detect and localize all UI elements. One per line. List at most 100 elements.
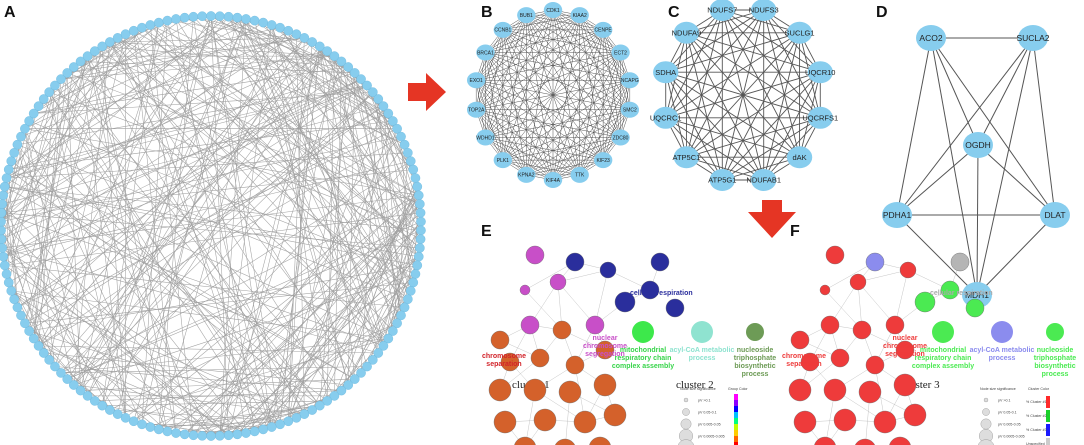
- network-edge: [2, 105, 384, 205]
- network-node: [56, 74, 66, 84]
- enrichment-edge: [857, 281, 896, 326]
- network-edge: [396, 152, 409, 324]
- cluster-edge: [476, 80, 604, 161]
- network-node: [275, 419, 285, 430]
- network-node: [6, 286, 17, 296]
- network-edge: [94, 50, 420, 205]
- cluster-1-network: CDK1KIAA2CENPEECT2NCAPGSMC2ZDC80KIF23TTK…: [466, 2, 640, 188]
- network-node: [283, 416, 294, 427]
- panel-letter-a: A: [4, 4, 16, 21]
- network-node: [336, 56, 347, 67]
- cluster-edge: [665, 72, 723, 181]
- network-edge: [87, 18, 247, 397]
- legend-cluster-label: Unspecified: [1026, 442, 1045, 445]
- enrichment-node: [514, 436, 536, 445]
- cluster-edge: [526, 14, 604, 31]
- network-edge: [109, 41, 335, 397]
- cluster-edge: [552, 29, 604, 181]
- network-edge: [60, 366, 368, 374]
- network-node: [3, 277, 14, 288]
- network-edge: [141, 27, 414, 283]
- cluster-3-node-label: MDH1: [965, 290, 989, 300]
- network-node: [0, 199, 7, 209]
- enrichment-node: [914, 291, 936, 313]
- network-node: [82, 391, 93, 401]
- network-edge: [33, 91, 373, 114]
- network-edge: [101, 15, 212, 406]
- network-edge: [202, 405, 320, 437]
- enrichment-node: [899, 261, 917, 279]
- enrichment-edge: [557, 269, 609, 283]
- term-node-mito: [632, 321, 654, 343]
- network-edge: [80, 18, 247, 391]
- network-node: [82, 51, 93, 61]
- network-node: [50, 80, 60, 91]
- cluster-edge: [475, 9, 554, 110]
- network-node: [89, 46, 100, 56]
- network-edge: [228, 256, 419, 436]
- network-node: [378, 341, 389, 351]
- network-edge: [360, 79, 402, 316]
- enrichment-node: [523, 378, 547, 402]
- cluster-edge: [685, 32, 723, 181]
- network-edge: [158, 22, 405, 145]
- network-node: [378, 101, 389, 111]
- network-edge: [271, 24, 368, 367]
- network-edge: [54, 20, 168, 367]
- network-node: [373, 94, 384, 104]
- network-node: [368, 87, 378, 97]
- cluster-1-node-label: ZDC80: [613, 135, 629, 141]
- network-node: [97, 400, 108, 411]
- network-node: [33, 101, 44, 111]
- cluster-edge: [485, 52, 630, 110]
- network-edge: [11, 290, 168, 432]
- network-node: [412, 260, 423, 271]
- network-edge: [347, 72, 356, 385]
- cluster-edge: [552, 9, 621, 53]
- enrichment-node: [488, 378, 512, 402]
- cluster-edge: [602, 29, 631, 110]
- network-edge: [150, 24, 194, 436]
- network-node: [206, 11, 216, 21]
- network-node: [105, 405, 115, 415]
- network-edge: [11, 16, 229, 292]
- network-node: [28, 108, 39, 119]
- enrichment-node: [533, 408, 557, 432]
- cluster-edge: [930, 37, 979, 146]
- cluster-edge: [526, 52, 621, 176]
- enrichment-node: [830, 348, 850, 368]
- cluster-1-node-label: EXO1: [470, 78, 484, 84]
- network-node: [38, 94, 49, 104]
- cluster-edge: [485, 137, 604, 161]
- legend-color-bar: [734, 412, 738, 418]
- network-node: [356, 368, 366, 378]
- enrichment-node: [865, 252, 885, 272]
- enrichment-node: [800, 352, 820, 372]
- network-node: [232, 429, 243, 440]
- cluster-3-node-label: PDHA1: [883, 210, 912, 220]
- cluster-edge: [485, 29, 504, 138]
- network-edge: [271, 195, 419, 428]
- legend-size-circle: [982, 408, 990, 416]
- cluster-edge: [686, 156, 764, 181]
- network-edge: [3, 113, 389, 257]
- network-node: [214, 431, 225, 441]
- network-edge: [117, 37, 419, 257]
- cluster-edge: [475, 109, 527, 176]
- network-edge: [11, 290, 305, 415]
- network-node: [299, 409, 310, 419]
- network-edge: [6, 152, 408, 179]
- cluster-edge: [485, 137, 554, 181]
- network-edge: [237, 17, 414, 170]
- network-node: [145, 20, 156, 30]
- enrichment-node: [865, 355, 885, 375]
- network-edge: [38, 18, 247, 107]
- legend-size-circle: [680, 418, 692, 430]
- cluster-2-node-label: dAK: [792, 153, 806, 162]
- network-node: [405, 286, 416, 296]
- network-edge: [319, 46, 411, 291]
- cluster-edge: [502, 159, 580, 176]
